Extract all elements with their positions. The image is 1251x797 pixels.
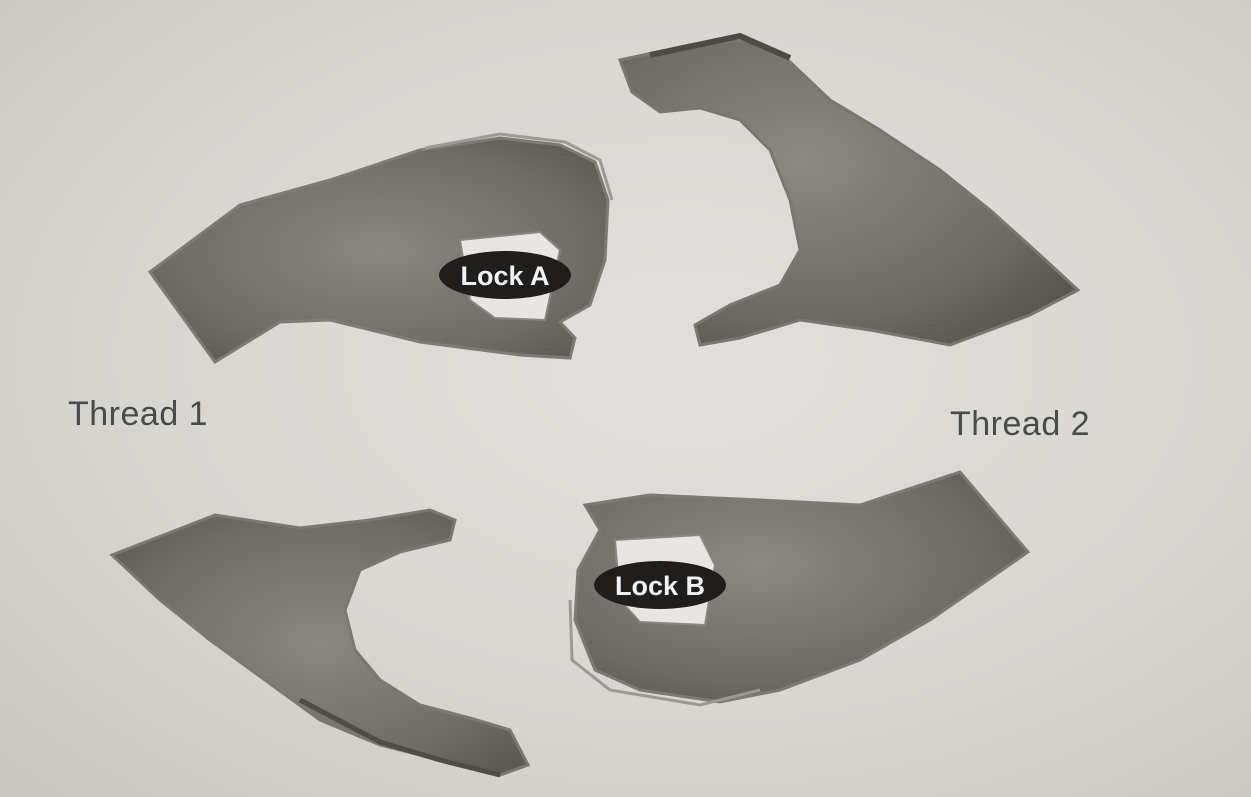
lock-b-label: Lock B (615, 571, 705, 601)
thread1-hand-reaching (112, 510, 528, 775)
thread1-hand-holding-lock-a: Lock A (150, 134, 612, 362)
thread-1-label: Thread 1 (68, 395, 208, 434)
thread2-hand-holding-lock-b: Lock B (570, 472, 1028, 705)
thread-2-label: Thread 2 (950, 405, 1090, 444)
thread2-hand-reaching (620, 36, 1078, 345)
lock-a-label: Lock A (460, 261, 549, 291)
